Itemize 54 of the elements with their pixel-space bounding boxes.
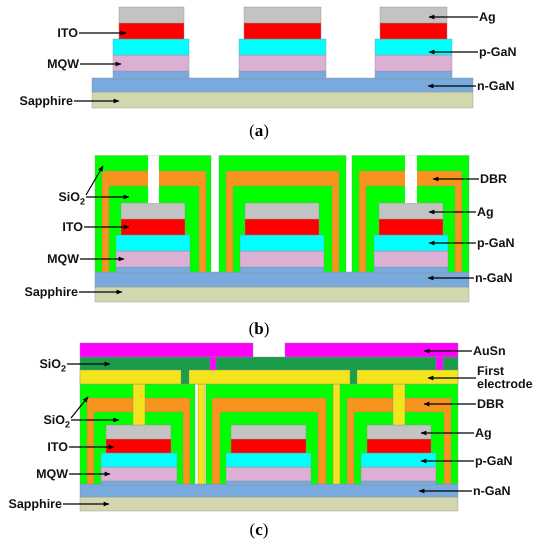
leader-line [80,256,125,262]
layer-label: MQW [47,252,79,266]
layer-label: SiO$_{2}$ [58,190,85,204]
layer-label: Sapphire [20,94,73,108]
layer-label: MQW [47,58,79,70]
leader-line [69,444,115,450]
leader-line [420,430,474,436]
leader-line [84,224,130,230]
leader-line [79,30,127,36]
layer-label: DBR [480,172,537,186]
layer-label: Ag [475,426,537,440]
leader-line [428,240,476,246]
leader-line [423,402,476,406]
leader-line [70,396,88,418]
layer-label: AuSn [473,344,537,358]
leader-line [74,98,120,104]
leader-line [428,50,478,54]
layer-label: ITO [47,440,68,454]
layer-label: Ag [477,206,537,218]
layer-label: p-GaN [475,454,537,468]
panel-caption: (b) [248,320,270,338]
layer-label: p-GaN [477,236,537,250]
layer-label: Ag [479,10,537,24]
layer-label: First electrode [477,365,537,391]
leader-line [67,362,111,366]
layer-label: SiO$_{2}$ [43,414,70,426]
leader-line [420,458,474,464]
leader-line [427,276,474,280]
leader-line [85,165,104,196]
leader-line [427,376,476,380]
layer-label: ITO [57,26,78,40]
leader-line [418,488,472,494]
leader-line [428,14,478,20]
leader-line [80,62,122,66]
layer-label: SiO$_{2}$ [39,358,66,370]
layer-label: n-GaN [477,80,537,92]
leader-line [428,210,476,214]
panel-caption: (c) [250,521,268,539]
panel-caption: (a) [249,122,269,140]
layer-label: n-GaN [475,272,537,284]
leader-line [71,418,120,422]
layer-label: Sapphire [8,498,62,510]
layer-label: p-GaN [479,46,537,58]
leader-line [423,348,472,354]
layer-label: ITO [62,220,83,234]
leader-line [63,502,110,506]
layer-label: Sapphire [24,286,78,298]
leader-line [69,472,111,476]
leader-line [79,290,123,294]
layer-label: n-GaN [473,484,537,498]
layer-label: DBR [477,398,537,410]
leader-line [86,194,130,200]
layer-label: MQW [36,468,68,480]
leader-line [432,176,479,182]
